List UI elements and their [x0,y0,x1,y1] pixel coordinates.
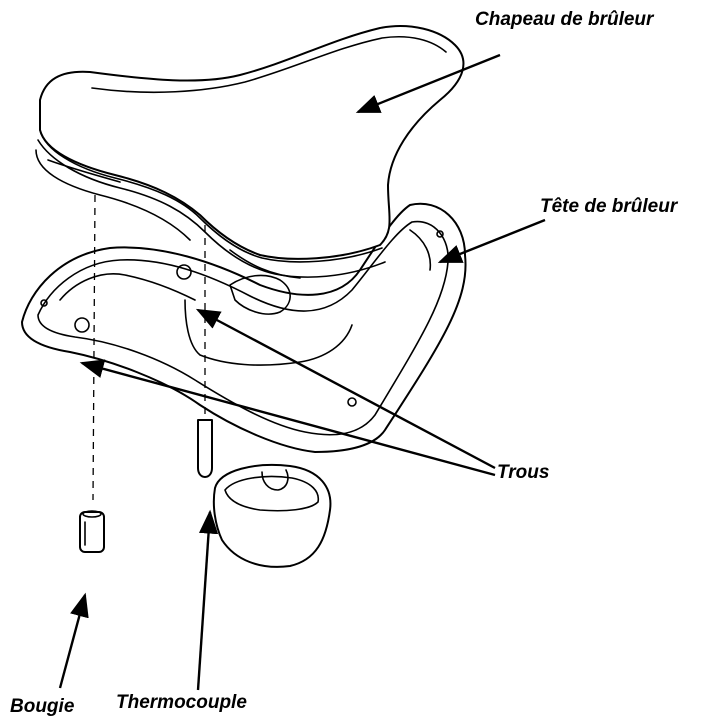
label-spark-plug: Bougie [10,696,75,717]
thermocouple-bracket [212,464,332,568]
spark-plug-arrow [58,592,89,689]
holes-arrow-1 [195,308,496,470]
spark-plug [79,510,105,553]
label-burner-head: Tête de brûleur [540,196,679,217]
label-holes: Trous [497,462,549,483]
thermocouple-probe [197,419,213,478]
burner-cap [35,25,465,279]
burner-head-arrow [437,218,546,264]
burner-cap-arrow [355,53,501,114]
holes-arrow-2 [79,359,496,477]
label-burner-cap: Chapeau de brûleur [475,9,655,30]
label-thermocouple: Thermocouple [116,692,247,713]
thermocouple-arrow [196,509,219,691]
